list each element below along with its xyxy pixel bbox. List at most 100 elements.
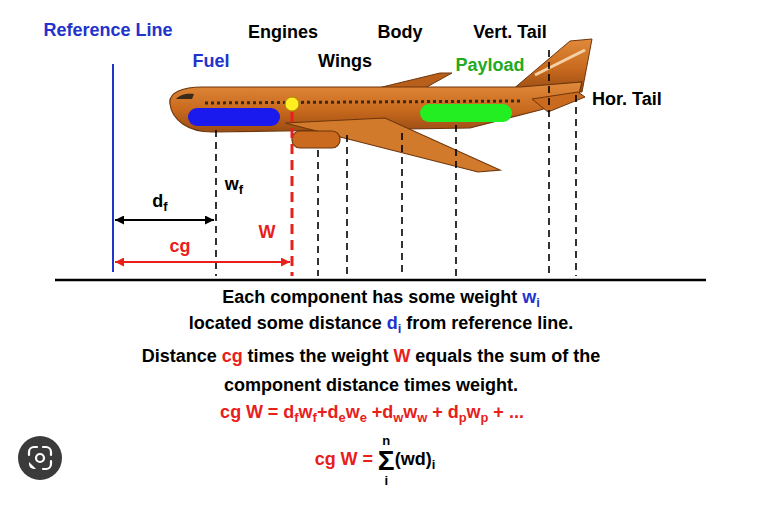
equation-label: W bbox=[341, 449, 358, 469]
equation-label: d bbox=[382, 402, 393, 422]
sum-limit: n bbox=[378, 434, 395, 447]
subscript: w bbox=[393, 410, 403, 425]
part-line: Payload bbox=[455, 55, 524, 77]
subscript: i bbox=[432, 457, 436, 472]
dimension-line: cg bbox=[169, 236, 190, 258]
part-line: Hor. Tail bbox=[592, 89, 662, 111]
subscript: p bbox=[481, 410, 489, 425]
subscript: f bbox=[239, 182, 243, 197]
dimension-line: df bbox=[152, 191, 167, 215]
engine-pod bbox=[292, 131, 340, 148]
weight-label: W bbox=[259, 222, 276, 242]
far-wing bbox=[378, 73, 452, 88]
subscript: e bbox=[360, 410, 367, 425]
summation-symbol: nΣi bbox=[378, 434, 395, 487]
part-line: Vert. Tail bbox=[473, 22, 547, 44]
part-label: Vert. Tail bbox=[473, 22, 547, 42]
equation-label: w bbox=[299, 402, 313, 422]
cockpit-window bbox=[176, 94, 194, 99]
tail-stripe bbox=[535, 50, 585, 75]
weight-line: W bbox=[259, 222, 276, 244]
equation-line: cgW=dfwf+dewe+dwww+dpwp+ ... bbox=[220, 402, 524, 426]
part-label: Hor. Tail bbox=[592, 89, 662, 109]
part-label: Body bbox=[378, 22, 423, 42]
explanation-label: Distance bbox=[142, 346, 217, 366]
cg-distance-arrow bbox=[115, 261, 290, 263]
explanation-label: equals the sum of the bbox=[415, 346, 600, 366]
subscript: f bbox=[313, 410, 317, 425]
fuel-distance-arrow bbox=[115, 219, 214, 221]
part-line: Engines bbox=[248, 22, 318, 44]
cabin-windows bbox=[205, 101, 520, 103]
equation-label: cg bbox=[315, 449, 336, 469]
fuel-line bbox=[215, 130, 217, 276]
explanation-label: W bbox=[393, 346, 410, 366]
equation-label: + bbox=[317, 402, 328, 422]
equation-label: d bbox=[327, 402, 338, 422]
explanation-label: d bbox=[387, 313, 398, 333]
explanation-label: w bbox=[522, 287, 536, 307]
part-label: Fuel bbox=[192, 51, 229, 71]
equation-label: = bbox=[268, 402, 279, 422]
equation-label: + bbox=[372, 402, 383, 422]
explanation-line: Each component has some weightwi bbox=[222, 287, 540, 311]
equation-line: cgW= nΣi(wd)i bbox=[315, 434, 436, 487]
sum-sign: Σ bbox=[378, 447, 395, 474]
reference-label: Reference Line bbox=[43, 22, 172, 38]
explanation-label: component distance times weight. bbox=[224, 375, 518, 395]
explanation-line: located some distancedi from reference li… bbox=[189, 313, 573, 337]
engine-line bbox=[317, 150, 319, 276]
subscript: f bbox=[294, 410, 298, 425]
cg-dot bbox=[285, 97, 299, 111]
payload-line bbox=[455, 125, 457, 276]
lens-icon bbox=[18, 436, 62, 480]
explanation-label: located some distance bbox=[189, 313, 382, 333]
explanation-label: Each component has some weight bbox=[222, 287, 517, 307]
fuel-bar bbox=[188, 108, 280, 126]
equation-label: W bbox=[246, 402, 263, 422]
equation-label: d bbox=[283, 402, 294, 422]
subscript: p bbox=[459, 410, 467, 425]
payload-bar bbox=[420, 104, 512, 122]
equation-label: cg bbox=[220, 402, 241, 422]
equation-label: = bbox=[362, 449, 373, 469]
equation-label: w bbox=[403, 402, 417, 422]
subscript: f bbox=[163, 199, 167, 214]
component-lines bbox=[216, 50, 576, 276]
part-line: Wings bbox=[318, 51, 372, 73]
explanation-label: from reference line. bbox=[406, 313, 573, 333]
part-label: Engines bbox=[248, 22, 318, 42]
part-label: Payload bbox=[455, 55, 524, 75]
part-label: Wings bbox=[318, 51, 372, 71]
equation-label: d bbox=[448, 402, 459, 422]
equation-label: w bbox=[467, 402, 481, 422]
subscript: i bbox=[398, 321, 402, 336]
sum-limit: i bbox=[378, 474, 395, 487]
body-line bbox=[401, 133, 403, 276]
dimension-label: d bbox=[152, 191, 163, 211]
explanation-label: times the weight bbox=[248, 346, 389, 366]
subscript: i bbox=[536, 295, 540, 310]
equation-label: (wd) bbox=[395, 449, 432, 469]
subscript: w bbox=[417, 410, 427, 425]
weight-line: wf bbox=[225, 174, 243, 198]
reference-line bbox=[112, 64, 114, 272]
explanation-label: cg bbox=[222, 346, 243, 366]
equation-label: w bbox=[346, 402, 360, 422]
subscript: e bbox=[338, 410, 345, 425]
equation-label: + bbox=[432, 402, 443, 422]
horizontal-tail bbox=[532, 92, 585, 112]
equation-label: + ... bbox=[493, 402, 524, 422]
part-line: Fuel bbox=[192, 51, 229, 73]
dimension-label: cg bbox=[169, 236, 190, 256]
cg-line bbox=[291, 112, 294, 276]
explanation-line: Distancecgtimes the weightWequals the su… bbox=[142, 346, 601, 368]
ground-line bbox=[55, 279, 706, 282]
wing-line bbox=[346, 135, 348, 276]
vert-tail-line bbox=[548, 50, 550, 276]
reference-line: Reference Line bbox=[43, 20, 172, 42]
weight-label: w bbox=[225, 174, 239, 194]
